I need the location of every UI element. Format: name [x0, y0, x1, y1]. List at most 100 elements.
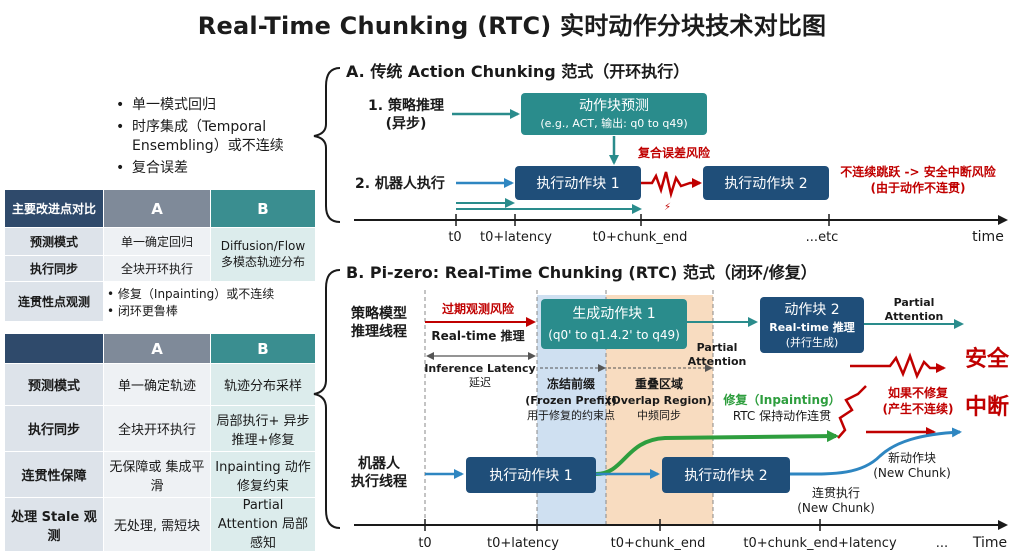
- safety-stop-label: 安全: [965, 346, 1010, 372]
- section-a-title: A. 传统 Action Chunking 范式（开环执行）: [346, 62, 689, 81]
- table-cell: 无保障或 集成平滑: [103, 451, 211, 498]
- tick-label: t0+chunk_end+latency: [743, 536, 897, 551]
- exec-chunk-2-label: 执行动作块 2: [684, 468, 767, 484]
- bullet-item: 时序集成（Temporal Ensembling）或不连续: [116, 118, 312, 156]
- bullet-item: 复合误差: [116, 159, 312, 178]
- row-label: 机器人: [358, 455, 401, 472]
- exec-chunk-1: [515, 166, 641, 200]
- list-item: • 闭环更鲁棒: [107, 303, 178, 318]
- list-item: • 修复（Inpainting）或不连续: [107, 286, 275, 301]
- frozen-title: 冻结前缀: [547, 376, 596, 391]
- table-header-cell: B: [210, 189, 316, 228]
- jump-reason-label: (由于动作不连贯): [871, 180, 966, 195]
- exec-chunk-2: [703, 166, 829, 200]
- predict-box-sub: (e.g., ACT, 输出: q0 to q49): [540, 116, 687, 130]
- jump-risk-label: 不连续跳跃 -> 安全中断风险: [840, 164, 996, 179]
- exec-chunk-1-label: 执行动作块 1: [489, 468, 572, 484]
- tick-label: t0: [448, 230, 461, 245]
- row-label: 2. 机器人执行: [355, 175, 445, 192]
- chunk-2-sub1: Real-time 推理: [769, 320, 854, 334]
- new-chunk-label: 新动作块: [888, 450, 936, 465]
- tick-label: t0+chunk_end: [593, 230, 688, 245]
- table-cell: 无处理, 需短块: [103, 497, 211, 552]
- table-header-cell: [4, 333, 104, 364]
- gen-chunk-title: 生成动作块 1: [572, 306, 655, 322]
- partial-attention-label: Partial: [894, 296, 935, 309]
- new-chunk-en-label: (New Chunk): [873, 466, 951, 480]
- inference-latency-label: Inference Latency: [424, 362, 535, 375]
- section-a-bullets: 单一模式回归 时序集成（Temporal Ensembling）或不连续 复合误…: [116, 96, 312, 181]
- inpaint-desc: RTC 保持动作连贯: [733, 408, 831, 423]
- section-b-title: B. Pi-zero: Real-Time Chunking (RTC) 范式（…: [346, 263, 817, 282]
- table-row-header: 执行同步: [4, 405, 104, 452]
- table-cell: 轨迹分布采样: [210, 363, 316, 406]
- discontinuity-zigzag: [837, 385, 867, 439]
- gen-chunk-sub: (q0' to q1.4.2' to q49): [548, 328, 680, 342]
- chunk-2-sub2: (并行生成): [786, 335, 839, 349]
- comparison-table-2: A B 预测模式 单一确定轨迹 轨迹分布采样 执行同步 全块开环执行 局部执行+…: [4, 333, 316, 552]
- table-cell: 局部执行+ 异步推理+修复: [210, 405, 316, 452]
- table-cell: 全块开环执行: [103, 405, 211, 452]
- latency-cn-label: 延迟: [469, 376, 491, 389]
- tick-label: t0+latency: [487, 536, 559, 551]
- row-label: 推理线程: [351, 323, 407, 340]
- table-row-header: 预测模式: [4, 363, 104, 406]
- table-cell: 单一确定轨迹: [103, 363, 211, 406]
- exec-chunk-1: [466, 457, 596, 493]
- row-label: 1. 策略推理: [368, 97, 444, 114]
- tick-label: time: [972, 229, 1004, 245]
- row-label: (异步): [386, 115, 427, 132]
- frozen-desc: 用于修复的约束点: [527, 408, 615, 422]
- exec-chunk-2: [662, 457, 790, 493]
- table-header-cell: A: [103, 333, 211, 364]
- no-fix-result-label: (产生不连续): [883, 401, 954, 416]
- safety-stop-label: 中断: [965, 394, 1009, 420]
- table-row-header: 处理 Stale 观测: [4, 497, 104, 552]
- overlap-desc: 中频同步: [637, 408, 681, 422]
- chunk-2-title: 动作块 2: [784, 302, 839, 318]
- table-row-header: 连贯性保障: [4, 451, 104, 498]
- discontinuity-zigzag: [850, 352, 946, 380]
- table-header-cell: A: [103, 189, 211, 228]
- rt-infer-label: Real-time 推理: [431, 328, 524, 343]
- table-header-cell: B: [210, 333, 316, 364]
- exec-chunk-2-label: 执行动作块 2: [724, 176, 807, 192]
- table-cell: 全块开环执行: [103, 255, 211, 282]
- tick-label: ...etc: [806, 230, 839, 245]
- brace-section-a: [313, 67, 341, 223]
- zigzag-mark: ⚡: [664, 202, 671, 213]
- chunk-2-box: [760, 297, 864, 353]
- discontinuity-zigzag: [641, 171, 702, 199]
- partial-attention-label: Attention: [688, 355, 747, 368]
- new-chunk-curve: [789, 427, 962, 476]
- table-cell: • 修复（Inpainting）或不连续 • 闭环更鲁棒: [103, 281, 316, 322]
- table-row-header: 执行同步: [4, 255, 104, 282]
- table-cell: Inpainting 动作修复约束: [210, 451, 316, 498]
- bullet-item: 单一模式回归: [116, 96, 312, 115]
- overlap-en: (Overlap Region): [606, 394, 711, 407]
- gen-chunk-box: [541, 299, 687, 349]
- page-title: Real-Time Chunking (RTC) 实时动作分块技术对比图: [197, 12, 827, 40]
- table-row-header: 连贯性点观测: [4, 281, 104, 322]
- no-fix-label: 如果不修复: [888, 385, 949, 400]
- partial-attention-label: Attention: [885, 310, 944, 323]
- inpainting-curve: [595, 430, 839, 476]
- tick-label: t0: [418, 536, 431, 551]
- frozen-en: (Frozen Prefix): [525, 394, 617, 407]
- compound-risk-label: 复合误差风险: [637, 145, 711, 160]
- predict-box: [521, 93, 707, 135]
- tick-label: Time: [972, 535, 1007, 551]
- table-cell: Diffusion/Flow 多模态轨迹分布: [210, 227, 316, 282]
- stale-risk-label: 过期观测风险: [442, 301, 515, 316]
- table-cell: Partial Attention 局部感知: [210, 497, 316, 552]
- exec-chunk-1-label: 执行动作块 1: [536, 176, 619, 192]
- predict-box-label: 动作块预测: [579, 98, 649, 114]
- table-header-cell: 主要改进点对比: [4, 189, 104, 228]
- partial-attention-label: Partial: [697, 341, 738, 354]
- tick-label: t0+chunk_end: [611, 536, 706, 551]
- tick-label: t0+latency: [480, 230, 552, 245]
- tick-label: ...: [936, 536, 948, 551]
- comparison-table-1: 主要改进点对比 A B 预测模式 单一确定回归 Diffusion/Flow 多…: [4, 189, 316, 322]
- row-label: 策略模型: [350, 305, 407, 322]
